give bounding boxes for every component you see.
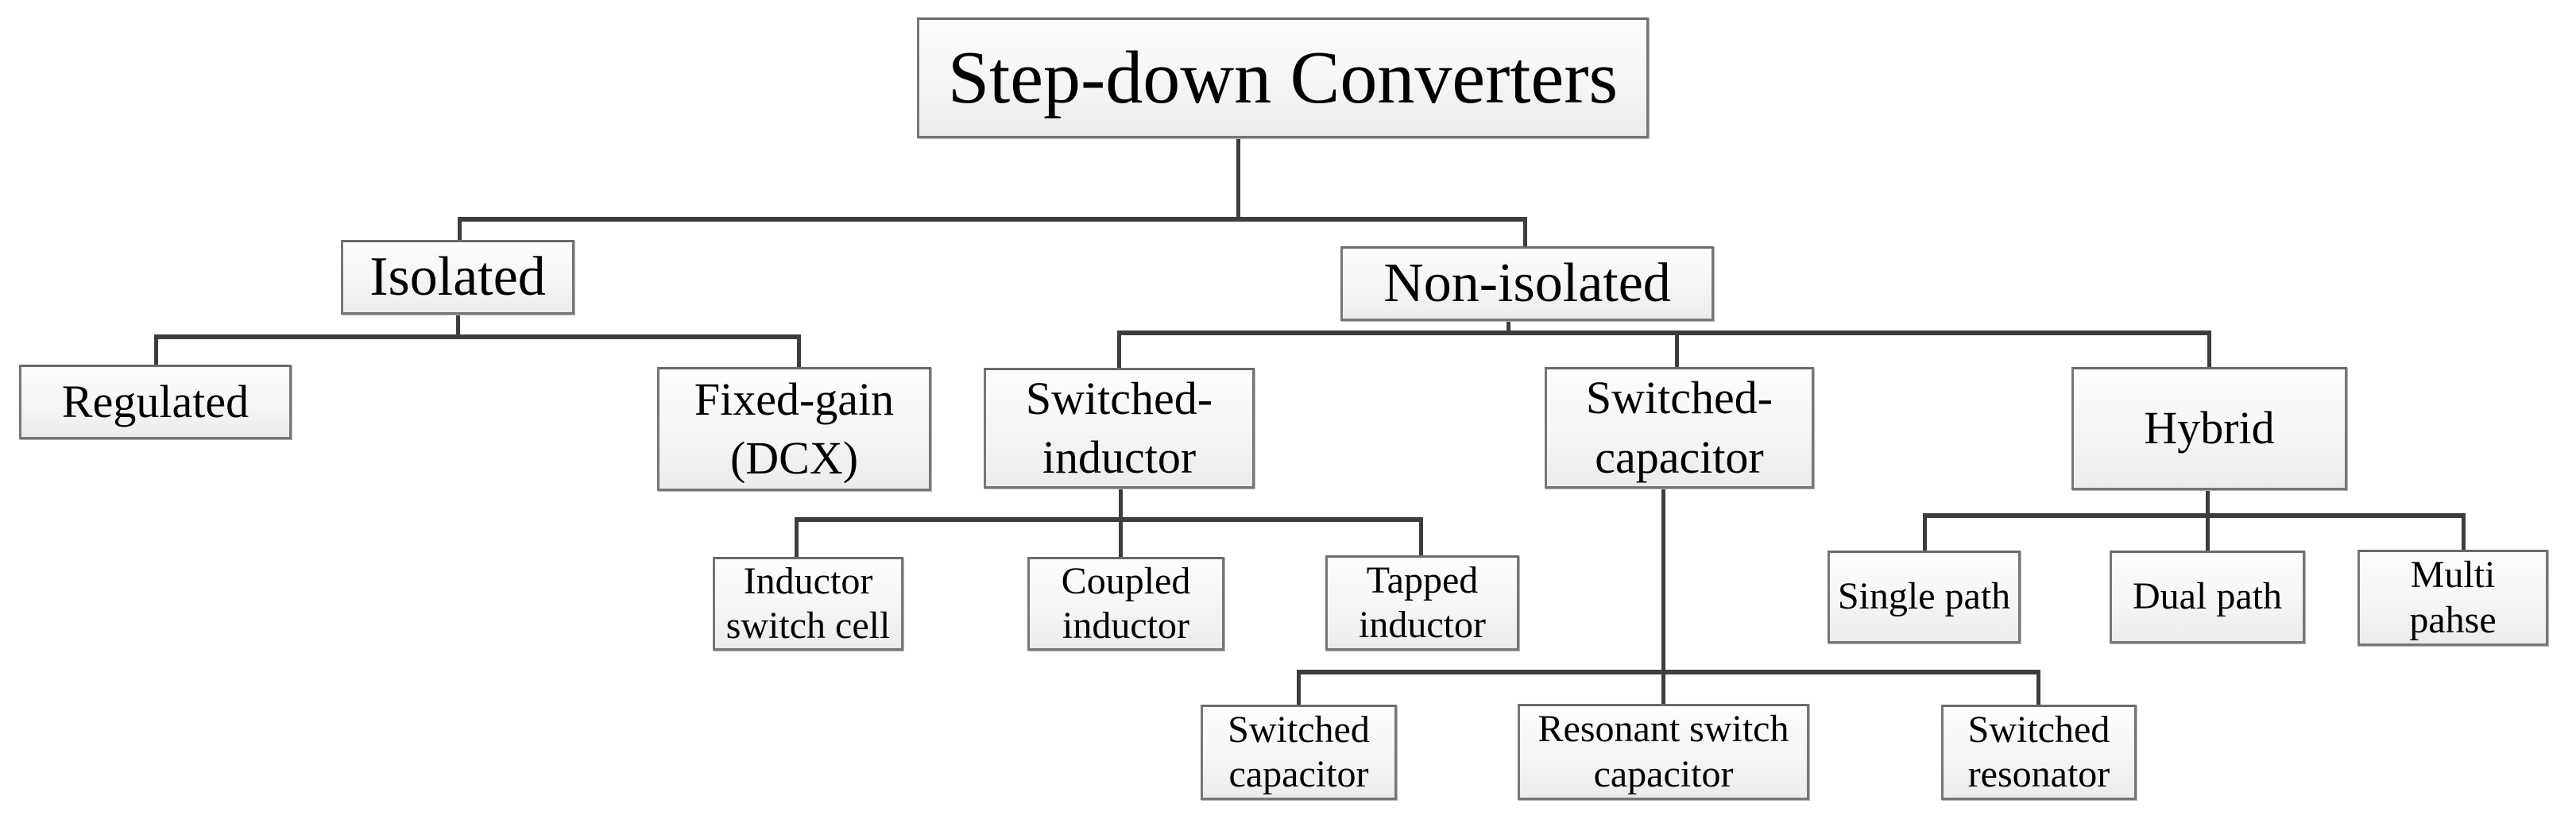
connector-line (2036, 670, 2040, 705)
connector-line (1523, 217, 1527, 249)
connector-line (2207, 330, 2211, 369)
connector-line (2462, 513, 2466, 551)
connector-line (1297, 670, 2040, 674)
connector-line (456, 315, 460, 338)
node-isolated: Isolated (341, 240, 574, 315)
connector-line (1661, 489, 1665, 705)
connector-line (1923, 513, 1927, 551)
connector-line (2206, 490, 2210, 551)
connector-line (458, 217, 462, 242)
connector-line (1419, 517, 1423, 557)
node-fixed-gain-dcx: Fixed-gain (DCX) (657, 367, 931, 491)
connector-line (1119, 489, 1123, 558)
node-regulated: Regulated (19, 365, 292, 439)
node-switched-capacitor-leaf: Switched capacitor (1201, 705, 1397, 800)
connector-line (795, 517, 799, 558)
connector-line (1675, 330, 1679, 369)
connector-line (1923, 513, 2466, 518)
connector-line (795, 517, 1422, 522)
node-non-isolated: Non-isolated (1340, 246, 1714, 321)
connector-line (1507, 321, 1510, 334)
connector-line (154, 334, 158, 366)
connector-line (458, 217, 1527, 222)
connector-line (154, 334, 801, 339)
node-coupled-inductor: Coupled inductor (1027, 557, 1224, 651)
node-step-down-converters: Step-down Converters (917, 17, 1649, 138)
node-dual-path: Dual path (2110, 551, 2305, 643)
node-tapped-inductor: Tapped inductor (1325, 555, 1519, 651)
node-inductor-switch-cell: Inductor switch cell (713, 557, 903, 651)
connector-line (1297, 670, 1301, 705)
node-multi-pahse: Multi pahse (2357, 550, 2548, 646)
node-single-path: Single path (1828, 551, 2021, 643)
node-switched-resonator: Switched resonator (1941, 705, 2137, 800)
node-switched-capacitor: Switched- capacitor (1545, 367, 1814, 489)
connector-line (1117, 330, 1121, 369)
node-switched-inductor: Switched- inductor (984, 368, 1255, 489)
node-resonant-switch-capacitor: Resonant switch capacitor (1518, 704, 1809, 800)
node-hybrid: Hybrid (2071, 367, 2347, 490)
connector-line (797, 334, 801, 369)
connector-line (1236, 137, 1240, 219)
connector-line (1117, 330, 2211, 335)
